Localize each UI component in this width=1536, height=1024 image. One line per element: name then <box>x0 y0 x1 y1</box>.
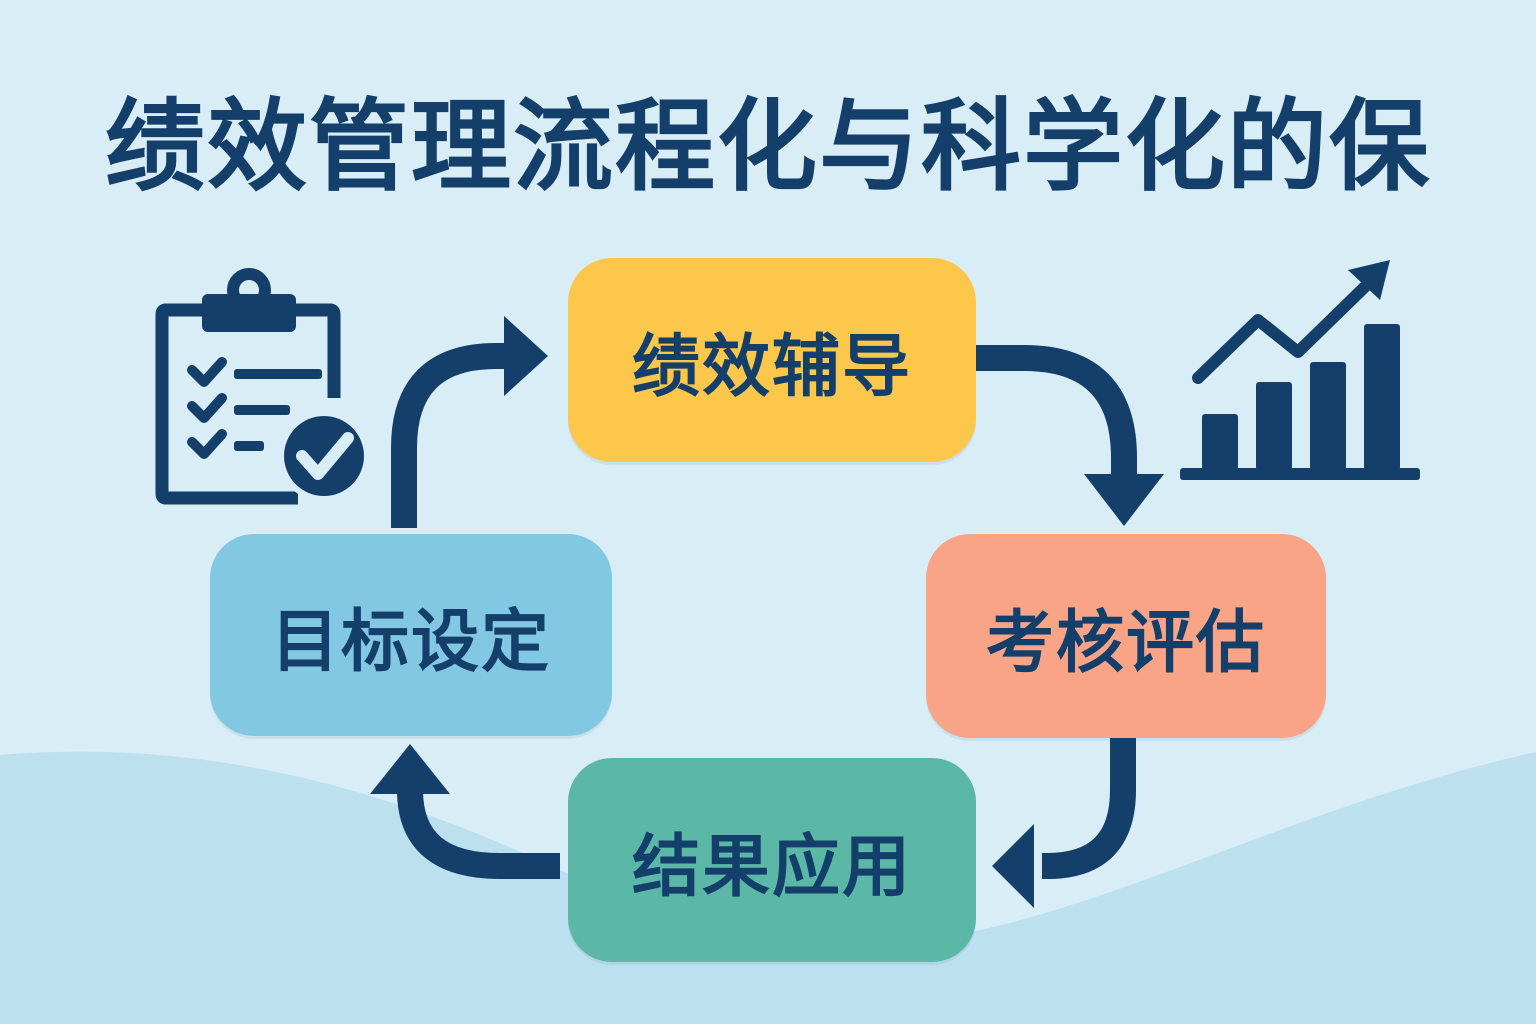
arrowhead-goal-to-coaching <box>504 316 548 396</box>
arrowhead-assessment-to-application <box>992 824 1034 908</box>
step-coaching-label: 绩效辅导 <box>631 327 912 407</box>
growth-bar-chart-icon <box>1176 254 1426 486</box>
step-assessment-box: 考核评估 <box>926 534 1326 738</box>
step-assessment-label: 考核评估 <box>985 603 1266 683</box>
step-goal-box: 目标设定 <box>210 534 612 736</box>
arrowhead-application-to-goal <box>370 744 450 794</box>
arrow-goal-to-coaching <box>391 343 508 528</box>
step-coaching-box: 绩效辅导 <box>568 258 976 462</box>
step-goal-label: 目标设定 <box>270 602 551 682</box>
arrowhead-coaching-to-assessment <box>1084 474 1164 526</box>
arrow-assessment-to-application <box>1042 736 1136 879</box>
arrow-coaching-to-assessment <box>976 345 1137 478</box>
cycle-arrows <box>391 343 1137 879</box>
step-application-label: 结果应用 <box>631 827 912 907</box>
step-application-box: 结果应用 <box>568 758 976 962</box>
background-wave <box>0 751 1536 1024</box>
arrow-heads <box>370 316 1164 908</box>
clipboard-checklist-icon <box>148 268 380 516</box>
page-title: 绩效管理流程化与科学化的保 <box>105 88 1431 205</box>
arrow-application-to-goal <box>397 789 560 879</box>
